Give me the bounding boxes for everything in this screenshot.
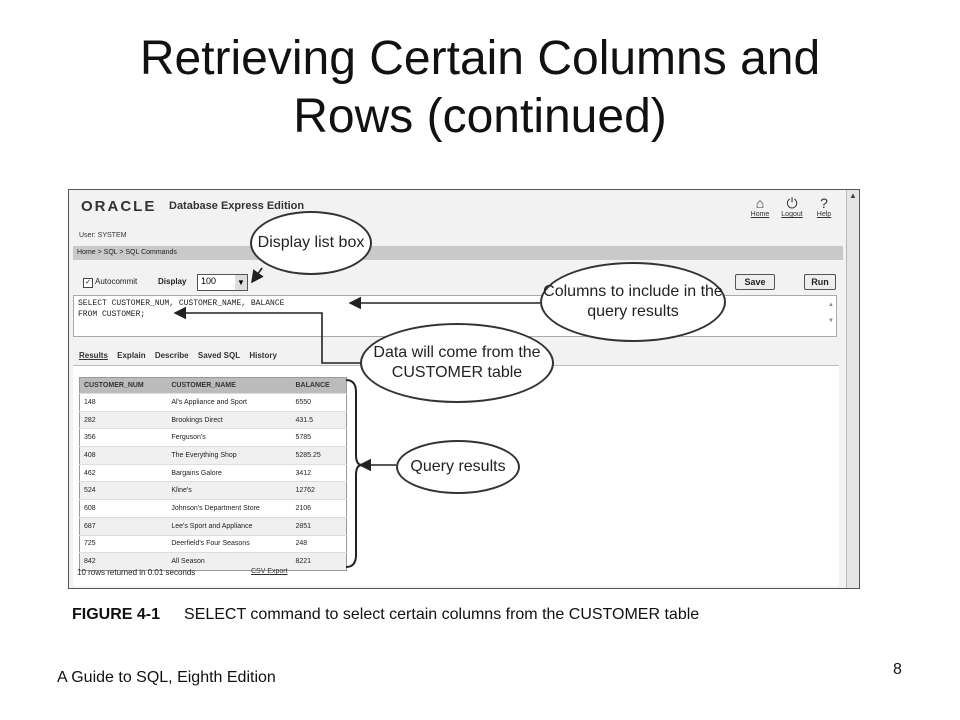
display-select[interactable]: 100 ▼ [197, 274, 248, 291]
table-cell: Johnson's Department Store [167, 499, 292, 518]
table-cell: 282 [79, 410, 168, 429]
column-header: BALANCE [291, 377, 347, 394]
chevron-down-icon: ▼ [235, 275, 247, 290]
sql-line-2: FROM CUSTOMER; [78, 310, 146, 319]
display-select-value: 100 [201, 276, 217, 286]
scroll-up-icon[interactable]: ▲ [849, 191, 857, 200]
figure-caption: FIGURE 4-1 SELECT command to select certa… [72, 606, 699, 624]
table-cell: 842 [79, 552, 168, 571]
autocommit-checkbox[interactable]: ✓ [83, 278, 93, 288]
callout-query-results: Query results [396, 440, 520, 494]
table-cell: The Everything Shop [167, 446, 292, 465]
oracle-logo: ORACLE [81, 198, 157, 215]
column-header: CUSTOMER_NAME [167, 377, 292, 394]
autocommit-label: Autocommit [95, 277, 138, 286]
table-cell: 8221 [291, 552, 347, 571]
table-cell: Al's Appliance and Sport [167, 393, 292, 412]
table-cell: 12762 [291, 481, 347, 500]
table-header-row: CUSTOMER_NUM CUSTOMER_NAME BALANCE [79, 377, 347, 394]
figure-caption-text: SELECT command to select certain columns… [184, 606, 700, 623]
table-cell: 462 [79, 463, 168, 482]
callout-display-list-box: Display list box [250, 211, 372, 275]
table-cell: 5285.25 [291, 446, 347, 465]
breadcrumb[interactable]: Home > SQL > SQL Commands [73, 246, 843, 260]
logout-link[interactable]: ⏻ Logout [777, 195, 807, 218]
table-cell: Bargains Galore [167, 463, 292, 482]
table-cell: 356 [79, 428, 168, 447]
editor-scrollbar[interactable]: ▲▼ [828, 302, 834, 324]
tab-saved-sql[interactable]: Saved SQL [197, 351, 241, 360]
page-number: 8 [893, 661, 902, 678]
table-cell: 6550 [291, 393, 347, 412]
run-button[interactable]: Run [804, 274, 836, 290]
table-cell: 524 [79, 481, 168, 500]
table-cell: Lee's Sport and Appliance [167, 516, 292, 535]
screenshot-figure: ORACLE Database Express Edition User: SY… [68, 189, 860, 589]
table-cell: 148 [79, 393, 168, 412]
table-cell: 408 [79, 446, 168, 465]
figure-label: FIGURE 4-1 [72, 606, 161, 623]
table-cell: 2851 [291, 516, 347, 535]
column-header: CUSTOMER_NUM [79, 377, 168, 394]
table-cell: 608 [79, 499, 168, 518]
display-label: Display [158, 277, 187, 286]
table-cell: 3412 [291, 463, 347, 482]
slide-footer: A Guide to SQL, Eighth Edition [57, 669, 276, 686]
help-link-label: Help [816, 211, 832, 218]
table-cell: 431.5 [291, 410, 347, 429]
table-cell: Deerfield's Four Seasons [167, 534, 292, 553]
product-name: Database Express Edition [169, 200, 305, 212]
table-cell: 5785 [291, 428, 347, 447]
title-line-1: Retrieving Certain Columns and [139, 32, 821, 85]
callout-columns: Columns to include in the query results [540, 262, 726, 342]
help-link[interactable]: ? Help [809, 195, 839, 218]
tab-explain[interactable]: Explain [117, 351, 146, 360]
logout-icon: ⏻ [786, 195, 798, 211]
help-icon: ? [820, 195, 828, 211]
home-icon: ⌂ [755, 195, 765, 211]
table-cell: Kline's [167, 481, 292, 500]
user-label: User: SYSTEM [79, 232, 127, 239]
table-cell: 2106 [291, 499, 347, 518]
table-cell: 725 [79, 534, 168, 553]
table-cell: 687 [79, 516, 168, 535]
tab-history[interactable]: History [249, 351, 277, 360]
tab-describe[interactable]: Describe [154, 351, 189, 360]
page-scrollbar[interactable] [846, 190, 859, 588]
save-button[interactable]: Save [735, 274, 775, 290]
callout-data-source: Data will come from the CUSTOMER table [360, 323, 554, 403]
title-line-2: Rows (continued) [293, 90, 667, 143]
table-cell: 248 [291, 534, 347, 553]
sql-line-1: SELECT CUSTOMER_NUM, CUSTOMER_NAME, BALA… [78, 299, 285, 308]
result-tabs: Results Explain Describe Saved SQL Histo… [79, 351, 284, 360]
home-link-label: Home [750, 211, 770, 218]
rows-returned-info: 10 rows returned in 0.01 seconds [77, 568, 196, 577]
logout-link-label: Logout [781, 211, 803, 218]
tab-results[interactable]: Results [79, 351, 108, 360]
table-cell: Ferguson's [167, 428, 292, 447]
table-cell: Brookings Direct [167, 410, 292, 429]
home-link[interactable]: ⌂ Home [745, 195, 775, 218]
table-cell: All Season [167, 552, 292, 571]
csv-export-link[interactable]: CSV Export [251, 568, 288, 575]
slide-title: Retrieving Certain Columns and Rows (con… [0, 30, 960, 146]
